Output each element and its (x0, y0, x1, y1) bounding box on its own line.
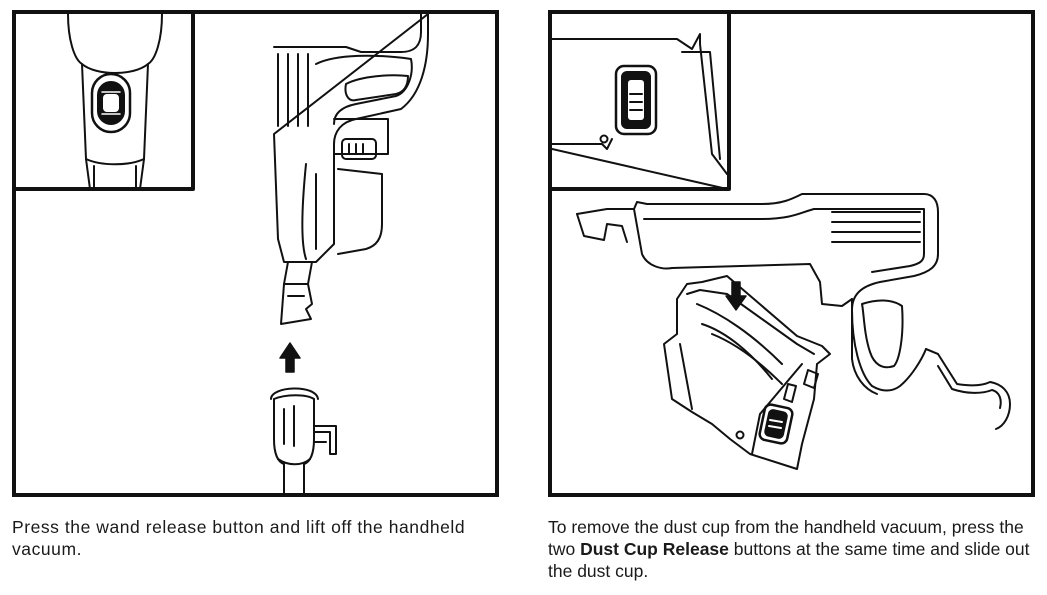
up-arrow-icon (279, 342, 301, 373)
release-latch-drawing (341, 138, 377, 160)
dust-cup-small-release-drawing (783, 383, 797, 403)
dust-cup-illustration (552, 14, 1011, 470)
dust-cup-release-inset (552, 14, 731, 191)
wand-release-inset (16, 14, 195, 191)
wand-drawing (270, 387, 337, 493)
wand-release-illustration-panel (12, 10, 499, 497)
handheld-vacuum-drawing (273, 14, 429, 325)
wand-release-illustration (16, 14, 429, 493)
dust-cup-drawing (663, 275, 831, 470)
dust-cup-caption-end: buttons at the same time and slide out t… (548, 539, 1030, 581)
dust-cup-release-caption: To remove the dust cup from the handheld… (548, 516, 1038, 582)
dust-cup-caption-start: To remove the dust cup from the handheld… (548, 517, 1024, 559)
dust-cup-illustration-panel (548, 10, 1035, 497)
handheld-vacuum-drawing (576, 193, 1011, 430)
dust-cup-release-button-icon (764, 409, 788, 439)
dust-cup-release-term: Dust Cup Release (580, 539, 729, 559)
wand-release-caption: Press the wand release button and lift o… (12, 517, 466, 559)
